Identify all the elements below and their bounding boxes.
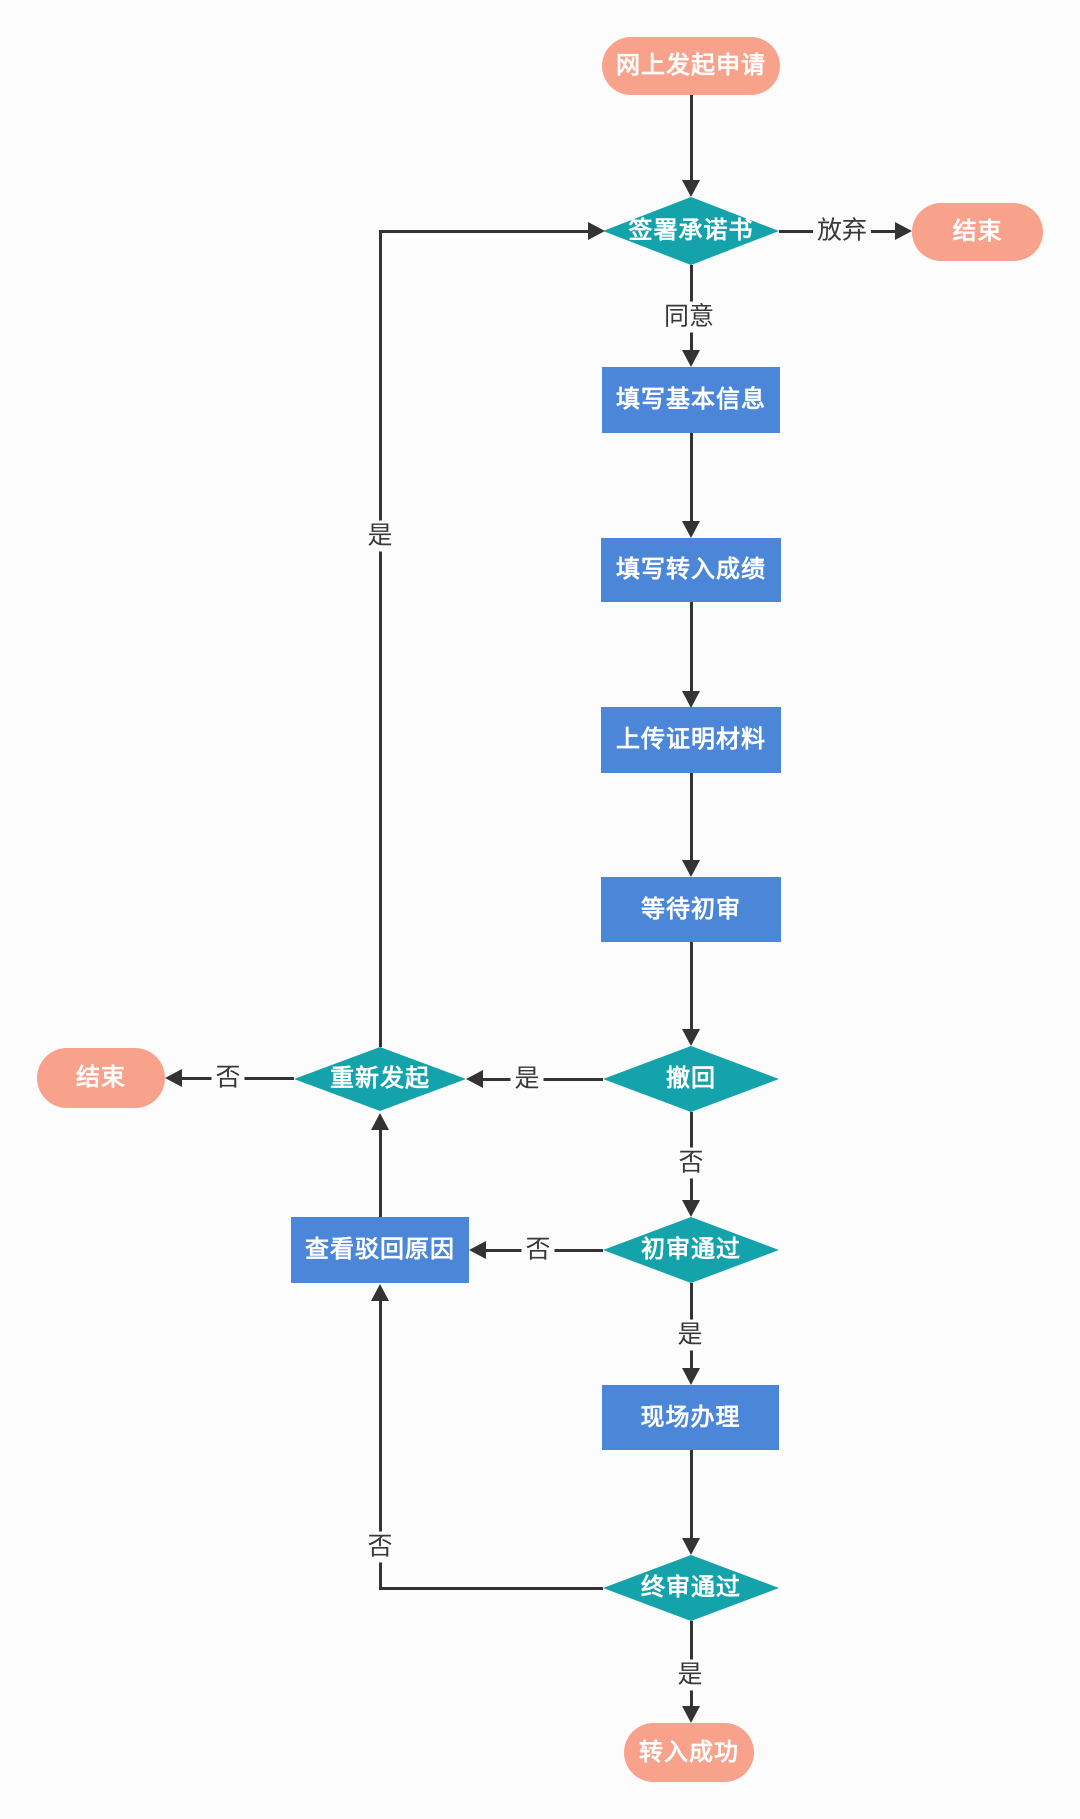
label-reinitiate-no: 否 xyxy=(211,1062,245,1094)
arrowhead-withdraw-to-reinitiate-icon xyxy=(466,1070,483,1088)
node-reinitiate-decision: 重新发起 xyxy=(294,1047,466,1111)
label-give-up: 放弃 xyxy=(812,215,872,247)
arrowhead-initial-review-to-view-reason-icon xyxy=(469,1241,486,1259)
edge-final-review-no-vertical xyxy=(378,1300,382,1590)
edge-start-to-sign xyxy=(689,95,693,180)
node-fill-transfer-scores-label: 填写转入成绩 xyxy=(616,556,766,583)
arrowhead-view-reason-to-reinitiate-icon xyxy=(371,1113,389,1130)
node-sign-commitment-label: 签署承诺书 xyxy=(628,217,754,244)
node-view-rejection-reason: 查看驳回原因 xyxy=(291,1217,469,1283)
edge-final-review-no-horizontal xyxy=(378,1586,603,1590)
node-start-label: 网上发起申请 xyxy=(616,52,766,79)
node-fill-transfer-scores: 填写转入成绩 xyxy=(601,538,781,602)
node-reinitiate-label: 重新发起 xyxy=(330,1065,430,1092)
arrowhead-fill-scores-to-upload-icon xyxy=(682,691,700,708)
node-initial-review-decision: 初审通过 xyxy=(603,1217,779,1283)
node-onsite-processing-label: 现场办理 xyxy=(640,1403,741,1431)
label-initial-review-no: 否 xyxy=(521,1234,555,1266)
node-final-review-decision: 终审通过 xyxy=(603,1555,779,1621)
node-fill-basic-info-label: 填写基本信息 xyxy=(616,386,766,413)
node-withdraw-label: 撤回 xyxy=(666,1065,716,1092)
node-end-right-label: 结束 xyxy=(952,218,1003,245)
node-fill-basic-info: 填写基本信息 xyxy=(602,367,780,433)
arrowhead-sign-to-fill-info-icon xyxy=(682,350,700,367)
arrowhead-upload-to-wait-review-icon xyxy=(682,860,700,877)
node-end-right: 结束 xyxy=(912,203,1043,261)
arrowhead-sign-to-end-right-icon xyxy=(895,222,912,240)
arrowhead-final-review-to-success-icon xyxy=(682,1706,700,1723)
label-reinitiate-yes: 是 xyxy=(363,520,397,552)
edge-onsite-to-final-review xyxy=(689,1450,693,1539)
node-end-left: 结束 xyxy=(37,1048,165,1108)
label-withdraw-yes: 是 xyxy=(510,1063,544,1095)
label-final-review-no: 否 xyxy=(363,1531,397,1563)
node-final-review-label: 终审通过 xyxy=(641,1574,741,1601)
edge-view-reason-to-reinitiate xyxy=(378,1129,382,1217)
label-initial-review-yes: 是 xyxy=(673,1319,707,1351)
arrowhead-fill-info-to-fill-scores-icon xyxy=(682,521,700,538)
edge-reinitiate-yes-horizontal xyxy=(378,229,589,233)
arrowhead-onsite-to-final-review-icon xyxy=(682,1538,700,1555)
node-onsite-processing: 现场办理 xyxy=(602,1385,779,1450)
node-start: 网上发起申请 xyxy=(602,37,780,95)
node-wait-initial-review: 等待初审 xyxy=(601,877,781,942)
arrowhead-reinitiate-to-sign-icon xyxy=(588,222,605,240)
arrowhead-wait-review-to-withdraw-icon xyxy=(682,1029,700,1046)
label-agree: 同意 xyxy=(659,301,719,333)
node-sign-commitment-decision: 签署承诺书 xyxy=(603,197,779,265)
arrowhead-final-review-to-view-reason-icon xyxy=(371,1284,389,1301)
node-transfer-success: 转入成功 xyxy=(624,1723,754,1782)
node-withdraw-decision: 撤回 xyxy=(603,1046,779,1112)
edge-upload-to-wait-review xyxy=(689,773,693,861)
node-transfer-success-label: 转入成功 xyxy=(639,1738,739,1766)
node-initial-review-label: 初审通过 xyxy=(641,1236,741,1263)
edge-fill-info-to-fill-scores xyxy=(689,433,693,522)
node-view-rejection-reason-label: 查看驳回原因 xyxy=(305,1236,455,1263)
label-final-review-yes: 是 xyxy=(673,1659,707,1691)
arrowhead-withdraw-to-initial-review-icon xyxy=(682,1200,700,1217)
node-upload-proof: 上传证明材料 xyxy=(601,707,781,773)
node-wait-initial-review-label: 等待初审 xyxy=(641,895,741,923)
edge-reinitiate-yes-vertical xyxy=(378,229,382,1047)
edge-wait-review-to-withdraw xyxy=(689,942,693,1030)
arrowhead-start-to-sign-icon xyxy=(682,180,700,197)
arrowhead-initial-review-to-onsite-icon xyxy=(682,1368,700,1385)
node-end-left-label: 结束 xyxy=(76,1064,126,1091)
edge-fill-scores-to-upload xyxy=(689,602,693,692)
arrowhead-reinitiate-to-end-left-icon xyxy=(165,1069,182,1087)
label-withdraw-no: 否 xyxy=(674,1147,708,1179)
node-upload-proof-label: 上传证明材料 xyxy=(616,726,766,753)
